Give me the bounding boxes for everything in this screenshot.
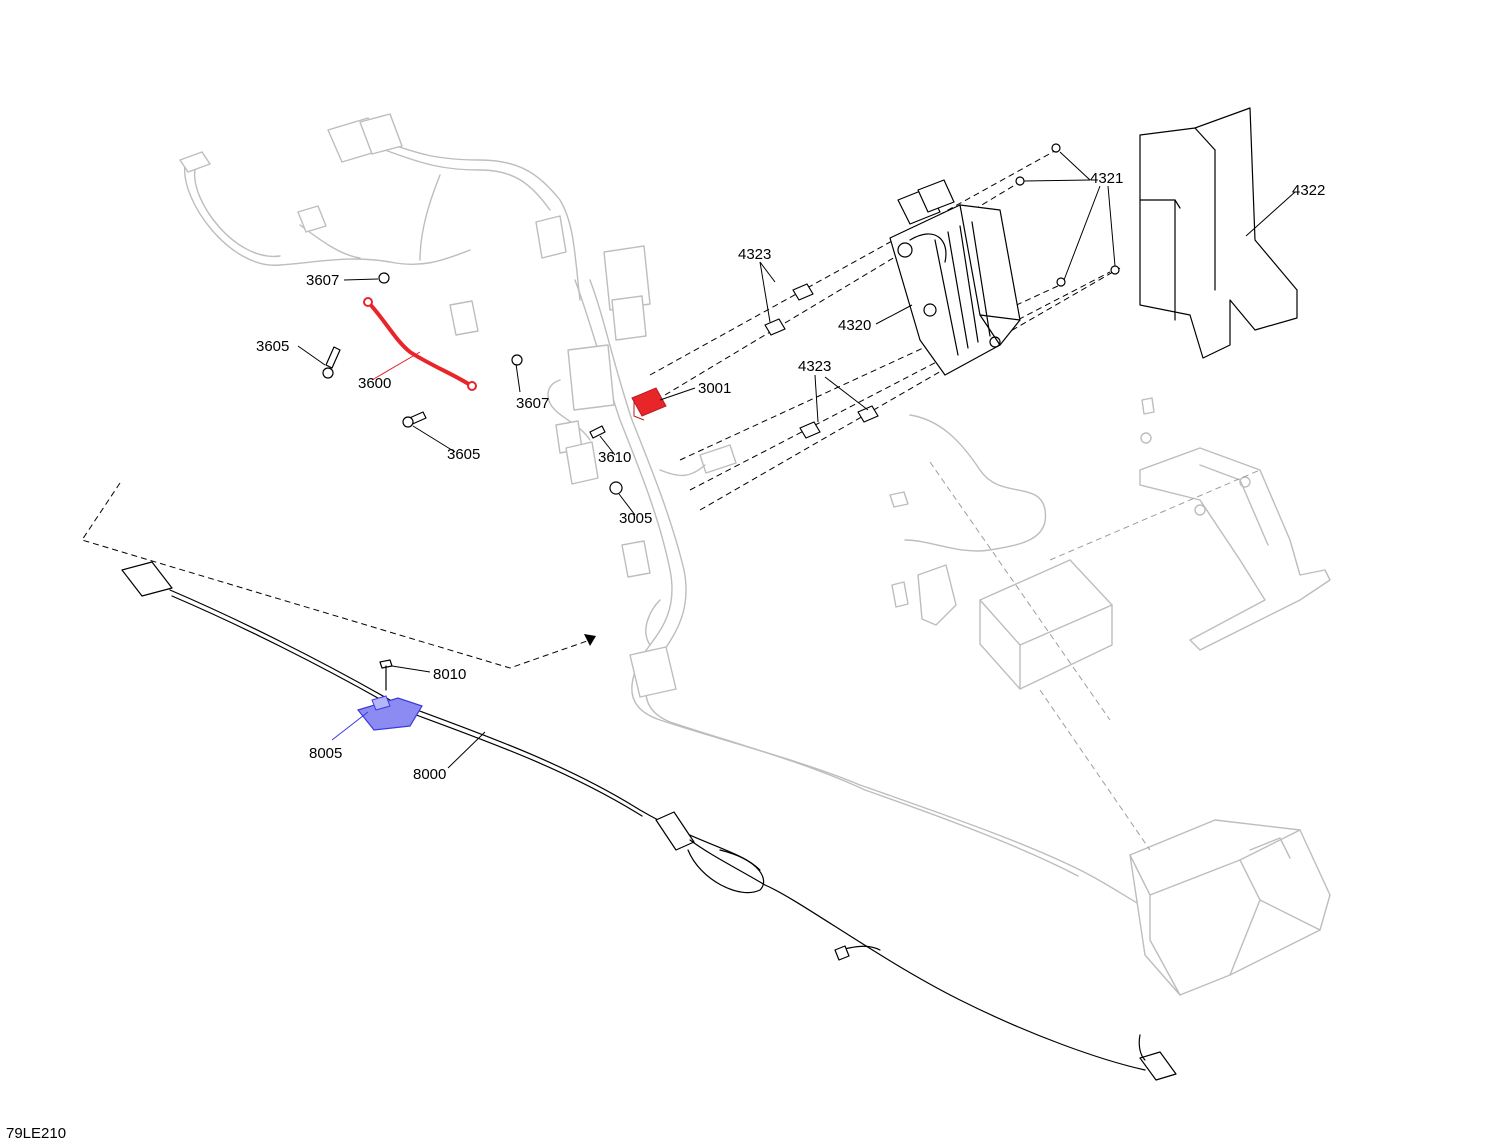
- push-clip: [379, 659, 393, 691]
- ghost-alignment-lines: [929, 461, 1261, 851]
- control-box-ghost: [1129, 819, 1331, 996]
- callout-4322: 4322: [1292, 182, 1325, 199]
- assembly-arrow-head: [584, 634, 596, 646]
- callout-3001: 3001: [698, 380, 731, 397]
- ground-cable-red: [363, 297, 477, 391]
- voltage-regulator: [889, 179, 1021, 376]
- main-harness-ghost: [179, 113, 1151, 911]
- regulator-pad: [1139, 107, 1298, 359]
- spacer-4323-a: [764, 283, 814, 336]
- spacer-4323-b: [799, 405, 879, 439]
- callout-3600: 3600: [358, 375, 391, 392]
- callout-3605-lower: 3605: [447, 446, 480, 463]
- extension-harness: [121, 561, 1177, 1081]
- callout-4321: 4321: [1090, 170, 1123, 187]
- callout-4323-lower: 4323: [798, 358, 831, 375]
- callout-3005: 3005: [619, 510, 652, 527]
- callout-8010: 8010: [433, 666, 466, 683]
- callout-3607-lower: 3607: [516, 395, 549, 412]
- callout-3605-left: 3605: [256, 338, 289, 355]
- hardware-3605-3607: [322, 272, 623, 495]
- clip-holder-blue: [356, 695, 423, 731]
- relay-red: [631, 387, 667, 421]
- bracket-ghost: [1139, 397, 1331, 651]
- leader-lines: [297, 151, 1296, 769]
- callout-4320: 4320: [838, 317, 871, 334]
- callout-3607-upper: 3607: [306, 272, 339, 289]
- nut-4321: [1015, 143, 1120, 287]
- battery-ghost: [889, 414, 1113, 690]
- callout-8000: 8000: [413, 766, 446, 783]
- callout-4323-upper: 4323: [738, 246, 771, 263]
- callout-3610: 3610: [598, 449, 631, 466]
- drawing-code: 79LE210: [6, 1125, 66, 1142]
- callout-8005: 8005: [309, 745, 342, 762]
